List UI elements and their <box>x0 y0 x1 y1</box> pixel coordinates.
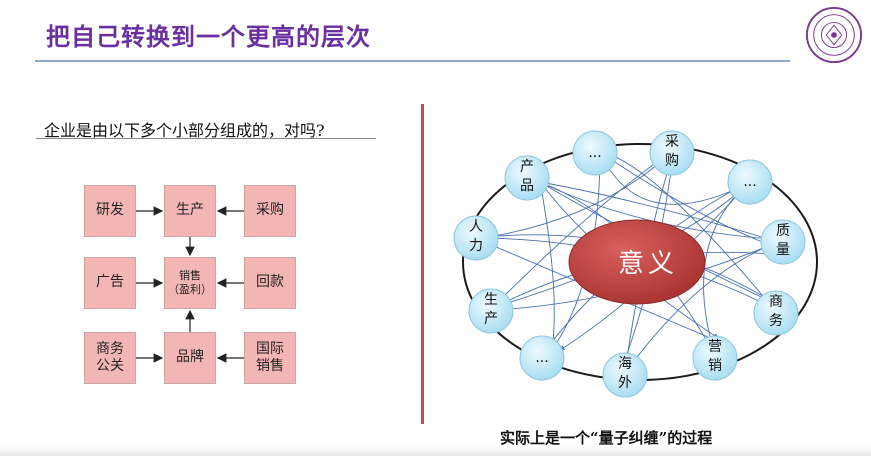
center-ellipse <box>568 219 706 305</box>
box-collection: 回款 <box>244 257 296 309</box>
node-ellipsis-top <box>572 130 618 176</box>
node-label-ellipsis-top: ... <box>588 145 602 161</box>
node-product <box>504 155 550 201</box>
node-label-marketing: 营 销 <box>708 339 722 374</box>
university-seal-logo <box>805 6 863 64</box>
node-ellipsis-bottom-left <box>519 335 565 381</box>
node-overseas <box>602 352 648 398</box>
box-international-sales: 国际 销售 <box>244 332 296 384</box>
title-underline <box>35 60 790 62</box>
vertical-divider <box>421 104 424 424</box>
node-label-business: 商 务 <box>769 294 783 329</box>
question-text: 企业是由以下多个小部分组成的，对吗? <box>44 121 325 140</box>
box-brand: 品牌 <box>164 332 216 384</box>
box-advertising: 广告 <box>84 257 136 309</box>
box-public-relations: 商务 公关 <box>84 332 136 384</box>
node-label-ellipsis-top-right: ... <box>743 174 757 190</box>
diagram-caption: 实际上是一个“量子纠缠”的过程 <box>500 429 713 447</box>
center-label: 意义 <box>617 249 678 279</box>
box-production: 生产 <box>164 185 216 237</box>
node-label-production: 生 产 <box>484 292 498 327</box>
node-production <box>468 288 514 334</box>
slide-title: 把自己转换到一个更高的层次 <box>46 23 371 51</box>
node-business <box>753 290 799 336</box>
node-quality <box>760 219 806 265</box>
question-underline <box>36 138 376 139</box>
node-label-product: 产 品 <box>520 159 534 194</box>
box-procurement: 采购 <box>244 185 296 237</box>
node-label-hr: 人 力 <box>469 219 483 254</box>
node-marketing <box>692 335 738 381</box>
bottom-shadow-bar <box>0 446 871 456</box>
node-label-procurement: 采 购 <box>665 134 679 169</box>
box-sales: 销售 （盈利） <box>164 257 216 309</box>
box-research: 研发 <box>84 185 136 237</box>
node-ellipsis-top-right <box>727 159 773 205</box>
node-label-overseas: 海 外 <box>618 356 632 391</box>
node-hr <box>453 215 499 261</box>
node-label-ellipsis-bottom-left: ... <box>535 350 549 366</box>
node-procurement <box>649 130 695 176</box>
node-label-quality: 质 量 <box>776 223 790 258</box>
